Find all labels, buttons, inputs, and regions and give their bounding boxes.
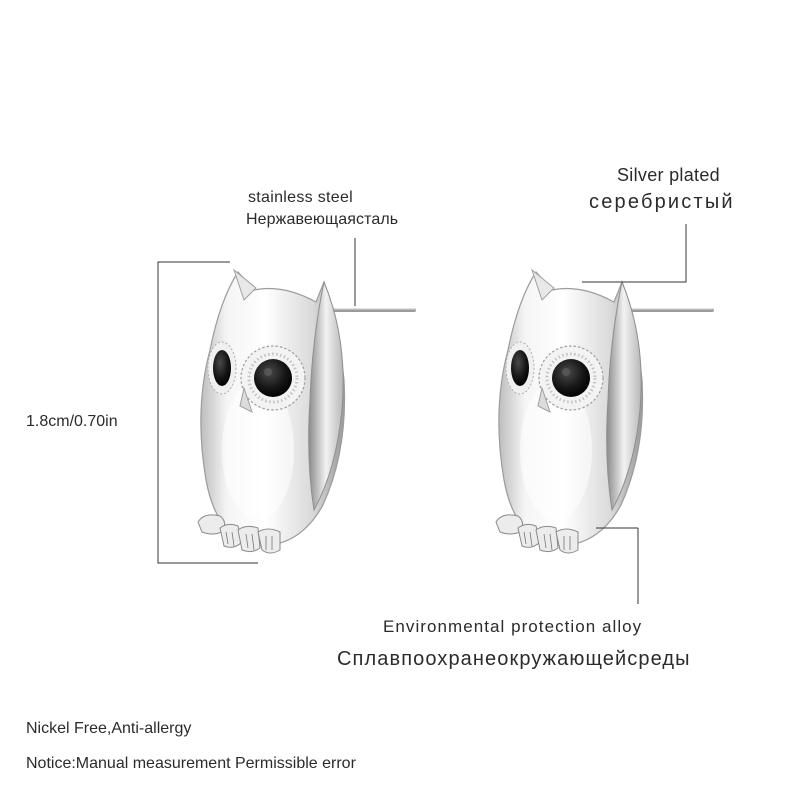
label-size: 1.8cm/0.70in — [26, 413, 118, 430]
left-owl-earring — [196, 268, 418, 555]
label-nickel-free: Nickel Free,Anti-allergy — [26, 720, 192, 737]
label-silver-plated: Silver plated — [617, 165, 720, 185]
label-stainless-steel-ru: Нержавеющаясталь — [246, 211, 399, 228]
label-alloy-ru: Сплавпоохранеокружающейсреды — [337, 648, 691, 670]
label-alloy: Environmental protection alloy — [383, 617, 643, 636]
label-silver-plated-ru: серебристый — [589, 191, 735, 213]
annotation-lines — [157, 224, 687, 604]
label-notice: Notice:Manual measurement Permissible er… — [26, 755, 356, 772]
label-stainless-steel: stainless steel — [248, 189, 353, 206]
right-owl-earring — [494, 268, 716, 555]
